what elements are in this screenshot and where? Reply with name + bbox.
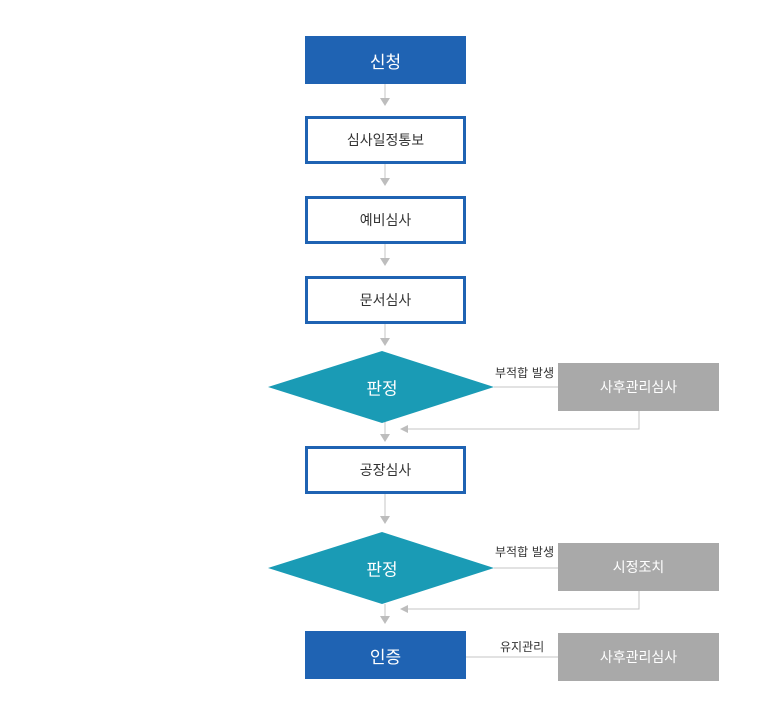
preliminary-label: 예비심사 [359,213,412,229]
schedule-notice-box: 심사일정통보 [305,116,466,164]
nonconformity-label-2: 부적합 발생 [495,545,555,559]
judgment-1-label: 판정 [366,379,398,400]
corrective-action-box: 시정조치 [558,543,719,591]
maintenance-label: 유지관리 [500,640,545,654]
arrowhead [380,258,390,266]
connector-post-return [404,411,640,430]
certification-box: 인증 [305,631,466,679]
arrowhead [380,516,390,524]
judgment-diamond-2 [268,532,494,604]
arrowhead [380,98,390,106]
apply-label: 신청 [369,52,402,73]
post-review-box-1: 사후관리심사 [558,363,719,411]
arrowhead [400,425,408,433]
factory-review-label: 공장심사 [359,463,412,479]
arrowhead [380,178,390,186]
document-review-box: 문서심사 [305,276,466,324]
arrowhead [380,338,390,346]
post-review-box-2: 사후관리심사 [558,633,719,681]
certification-label: 인증 [369,647,402,668]
judgment-diamond-1 [268,351,494,423]
arrowhead [380,616,390,624]
preliminary-box: 예비심사 [305,196,466,244]
post-review-label-1: 사후관리심사 [599,380,678,396]
apply-box: 신청 [305,36,466,84]
post-review-label-2: 사후관리심사 [599,650,678,666]
schedule-notice-label: 심사일정통보 [346,133,425,149]
judgment-2-label: 판정 [366,560,398,581]
arrowhead [380,434,390,442]
corrective-action-label: 시정조치 [612,560,665,576]
nonconformity-label-1: 부적합 발생 [495,366,555,380]
document-review-label: 문서심사 [359,293,412,309]
arrowhead [400,605,408,613]
factory-review-box: 공장심사 [305,446,466,494]
connector-corrective-return [404,591,640,610]
